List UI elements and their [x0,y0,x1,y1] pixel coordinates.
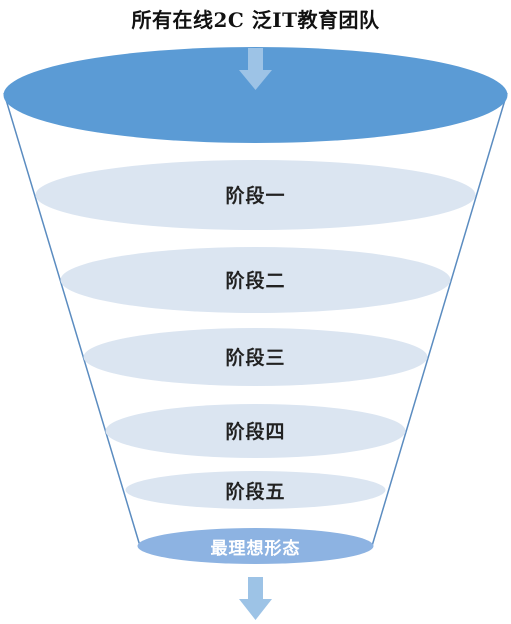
stage-1-ellipse [35,160,476,230]
stage-4-ellipse [105,404,406,458]
down-arrow-icon [239,577,272,620]
stage-2-ellipse [60,247,451,313]
stage-5-label: 阶段五 [225,481,286,503]
funnel-top-ellipse [3,47,508,143]
stage-3-ellipse [83,328,428,386]
stage-5-ellipse [125,471,386,509]
ideal-state-label: 最理想形态 [210,539,301,559]
funnel-left-edge [3,92,141,547]
down-arrow-icon [239,48,272,90]
stage-4-label: 阶段四 [225,421,286,443]
stage-3-label: 阶段三 [225,347,286,369]
funnel-right-edge [371,92,508,547]
stage-2-label: 阶段二 [225,270,286,292]
ideal-state-ellipse [137,528,374,564]
stage-1-label: 阶段一 [225,185,286,207]
diagram-title: 所有在线2C 泛IT教育团队 [131,8,380,32]
